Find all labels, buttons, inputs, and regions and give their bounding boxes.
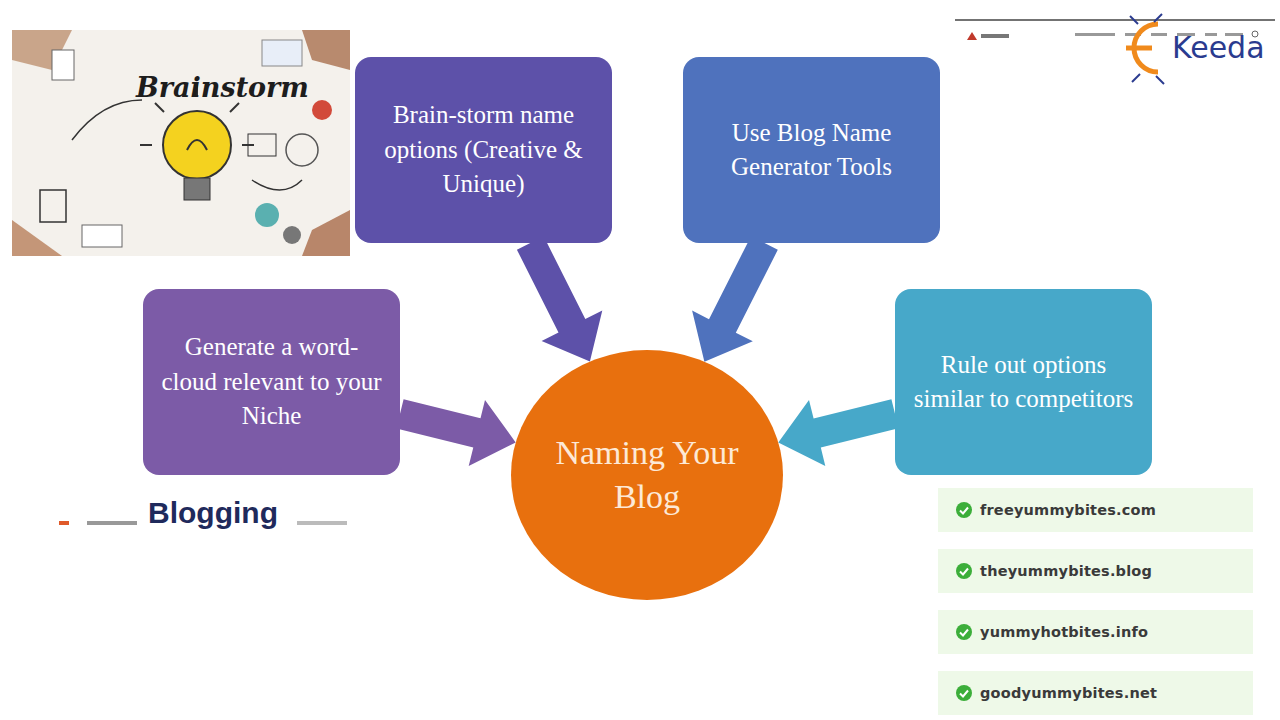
- domain-option: yummyhotbites.info: [938, 610, 1253, 654]
- process-box: Rule out options similar to competitors: [895, 289, 1152, 475]
- block-arrow: [396, 399, 515, 466]
- node-text: yummyhotbites.info: [980, 624, 1148, 640]
- brainstorm-illustration: [12, 30, 350, 256]
- node-text: Rule out options similar to competitors: [913, 348, 1134, 417]
- block-arrow: [517, 236, 602, 361]
- node-text: Generate a word-cloud relevant to your N…: [161, 330, 382, 434]
- domain-option: goodyummybites.net: [938, 671, 1253, 715]
- node-text: Naming Your Blog: [541, 431, 753, 519]
- banner-text: Blogging: [148, 496, 278, 530]
- node-text: goodyummybites.net: [980, 685, 1157, 701]
- node-text: Brain-storm name options (Creative & Uni…: [373, 98, 594, 202]
- node-text: theyummybites.blog: [980, 563, 1152, 579]
- check-icon: [956, 685, 972, 701]
- node-text: freeyummybites.com: [980, 502, 1156, 518]
- node-text: Use Blog Name Generator Tools: [701, 116, 922, 185]
- logo-watermark: Keeda: [1172, 30, 1265, 65]
- illustration-text: Brainstorm: [136, 72, 309, 103]
- check-icon: [956, 563, 972, 579]
- process-box: Generate a word-cloud relevant to your N…: [143, 289, 400, 475]
- process-box: Brain-storm name options (Creative & Uni…: [355, 57, 612, 243]
- domain-option: freeyummybites.com: [938, 488, 1253, 532]
- check-icon: [956, 624, 972, 640]
- process-box: Use Blog Name Generator Tools: [683, 57, 940, 243]
- block-arrow: [778, 399, 898, 466]
- domain-option: theyummybites.blog: [938, 549, 1253, 593]
- check-icon: [956, 502, 972, 518]
- block-arrow: [692, 236, 778, 362]
- logo-mark: [1118, 10, 1178, 88]
- central-circle: Naming Your Blog: [511, 350, 783, 600]
